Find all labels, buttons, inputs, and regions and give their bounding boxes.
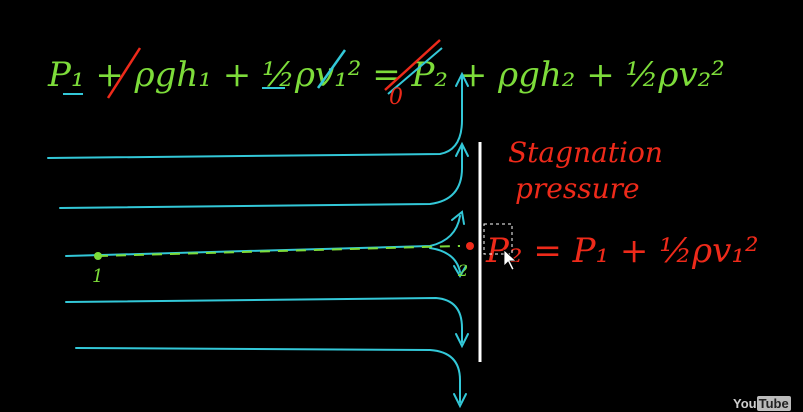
watermark-you: You	[733, 396, 757, 411]
streamline-3-upper	[65, 215, 461, 257]
point-2-dot	[466, 242, 474, 250]
streamlines	[47, 71, 469, 409]
zero-mark: 0	[389, 85, 403, 110]
cancel-mark-gh2	[316, 49, 347, 89]
center-dashed-line	[97, 245, 461, 257]
streamline-1	[47, 75, 463, 159]
watermark-tube: Tube	[756, 396, 791, 411]
cancel-mark-v2	[384, 39, 441, 91]
streamline-5-arrow	[453, 393, 467, 409]
cancel-mark-gh1	[106, 47, 142, 99]
point-1-dot	[94, 252, 102, 260]
cancel-mark-v2-blue	[387, 47, 443, 95]
streamline-4-arrow	[455, 333, 469, 349]
streamline-3-arrow-up	[451, 210, 465, 225]
stagnation-label-line1: Stagnation	[508, 136, 663, 169]
streamline-5	[75, 347, 461, 403]
point-2-label: 2	[457, 261, 468, 280]
streamline-2	[59, 145, 463, 209]
streamline-1-arrow	[455, 71, 469, 87]
stagnation-equation: P₂ = P₁ + ½ρv₁²	[485, 231, 759, 271]
cursor-icon	[503, 249, 518, 271]
streamline-4	[65, 296, 463, 343]
selection-box	[483, 223, 513, 255]
streamline-3-lower	[429, 247, 461, 273]
streamline-2-arrow	[455, 141, 469, 157]
point-1-label: 1	[92, 266, 103, 287]
stagnation-label-line2: pressure	[515, 172, 640, 205]
streamline-3-arrow-down	[453, 265, 467, 278]
